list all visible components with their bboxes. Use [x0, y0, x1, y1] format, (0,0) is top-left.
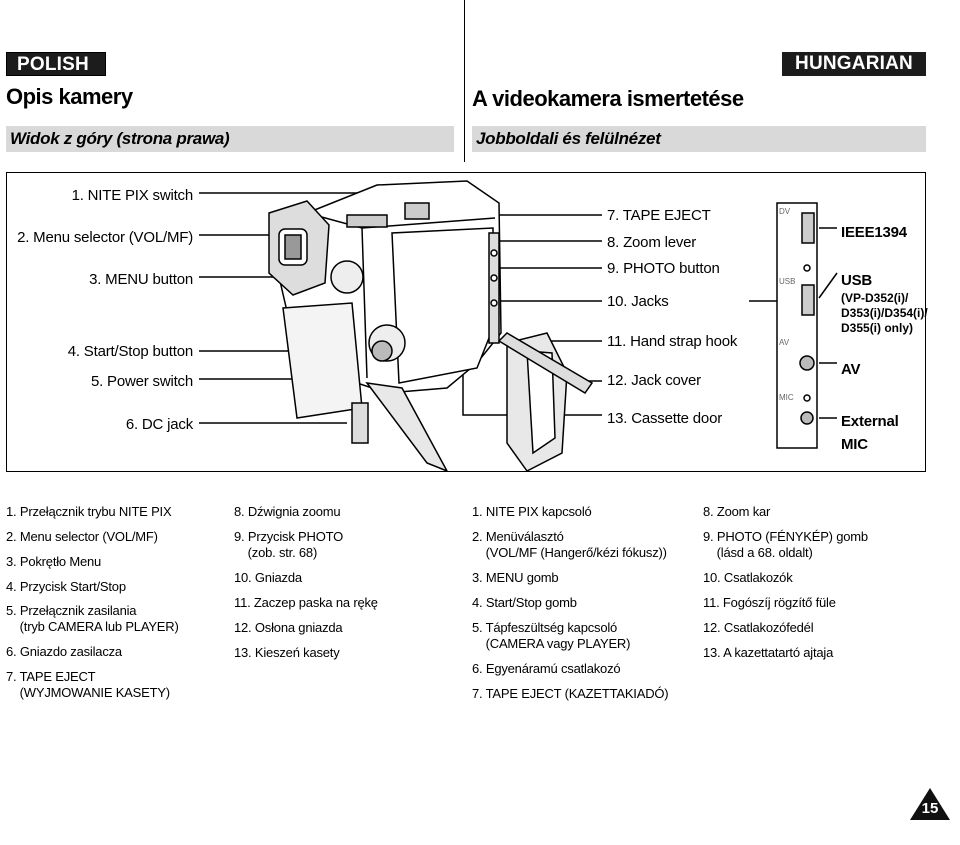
label-start-stop-button: 4. Start/Stop button — [67, 343, 193, 360]
label-power-switch: 5. Power switch — [90, 373, 193, 390]
legend-item: 11. Fogószíj rögzítő füle — [703, 595, 836, 610]
section-subtitle-hungarian: Jobboldali és felülnézet — [472, 126, 926, 152]
legend-item: 8. Dźwignia zoomu — [234, 504, 341, 519]
legend-item: 3. MENU gomb — [472, 570, 559, 585]
label-nite-pix-switch: 1. NITE PIX switch — [71, 187, 194, 204]
legend-item: 2. Menu selector (VOL/MF) — [6, 529, 158, 544]
legend-item: 11. Zaczep paska na rękę — [234, 595, 378, 610]
legend-item: 9. Przycisk PHOTO (zob. str. 68) — [234, 529, 344, 560]
legend-item: 7. TAPE EJECT (WYJMOWANIE KASETY) — [6, 669, 170, 700]
label-jack-cover: 12. Jack cover — [607, 372, 701, 389]
label-ieee1394: IEEE1394 — [841, 224, 907, 241]
label-photo-button: 9. PHOTO button — [607, 260, 720, 277]
panel-label-av: AV — [779, 338, 790, 347]
panel-label-dv: DV — [779, 207, 791, 216]
label-av: AV — [841, 361, 861, 378]
page-title-polish: Opis kamery — [6, 84, 133, 109]
label-cassette-door: 13. Cassette door — [607, 410, 723, 427]
legend-item: 10. Csatlakozók — [703, 570, 793, 585]
legend-item: 9. PHOTO (FÉNYKÉP) gomb (lásd a 68. olda… — [703, 529, 868, 560]
legend-item: 6. Egyenáramú csatlakozó — [472, 661, 621, 676]
legend-item: 5. Tápfeszültség kapcsoló (CAMERA vagy P… — [472, 620, 631, 651]
label-dc-jack: 6. DC jack — [125, 416, 193, 433]
legend-item: 1. NITE PIX kapcsoló — [472, 504, 592, 519]
label-menu-selector: 2. Menu selector (VOL/MF) — [17, 229, 193, 246]
legend-item: 2. Menüválasztó (VOL/MF (Hangerő/kézi fó… — [472, 529, 667, 560]
page-number-triangle — [910, 788, 950, 820]
legend-item: 1. Przełącznik trybu NITE PIX — [6, 504, 172, 519]
panel-label-usb: USB — [779, 277, 796, 286]
label-menu-button: 3. MENU button — [89, 271, 193, 288]
legend-item: 7. TAPE EJECT (KAZETTAKIADÓ) — [472, 686, 669, 701]
label-tape-eject: 7. TAPE EJECT — [607, 207, 711, 224]
legend-item: 4. Przycisk Start/Stop — [6, 579, 126, 594]
label-jacks: 10. Jacks — [607, 293, 669, 310]
legend-item: 12. Csatlakozófedél — [703, 620, 814, 635]
page-number-text: 15 — [921, 800, 939, 817]
legend-item: 6. Gniazdo zasilacza — [6, 644, 122, 659]
legend-item: 5. Przełącznik zasilania (tryb CAMERA lu… — [6, 603, 179, 634]
label-hand-strap-hook: 11. Hand strap hook — [607, 333, 738, 350]
header-divider — [464, 0, 465, 162]
page-number: 15 — [910, 788, 950, 820]
page-title-hungarian: A videokamera ismertetése — [472, 86, 744, 111]
label-usb: USB — [841, 272, 873, 289]
legend-item: 4. Start/Stop gomb — [472, 595, 577, 610]
label-mic: MIC — [841, 436, 868, 453]
label-usb-note: (VP-D352(i)/ D353(i)/D354(i)/ D355(i) on… — [841, 291, 928, 335]
legend-item: 3. Pokrętło Menu — [6, 554, 102, 569]
legend-item: 10. Gniazda — [234, 570, 302, 585]
legend-item: 13. A kazettatartó ajtaja — [703, 645, 834, 660]
language-tag-hungarian: HUNGARIAN — [782, 52, 926, 76]
legend-item: 12. Osłona gniazda — [234, 620, 343, 635]
label-zoom-lever: 8. Zoom lever — [607, 234, 697, 251]
legend-item: 8. Zoom kar — [703, 504, 771, 519]
label-external: External — [841, 413, 899, 430]
section-subtitle-polish: Widok z góry (strona prawa) — [6, 126, 454, 152]
camera-diagram: 1. NITE PIX switch 2. Menu selector (VOL… — [6, 172, 928, 472]
camcorder-illustration — [199, 180, 838, 471]
legend-item: 13. Kieszeń kasety — [234, 645, 340, 660]
language-tag-polish: POLISH — [6, 52, 106, 76]
panel-label-mic: MIC — [779, 393, 794, 402]
